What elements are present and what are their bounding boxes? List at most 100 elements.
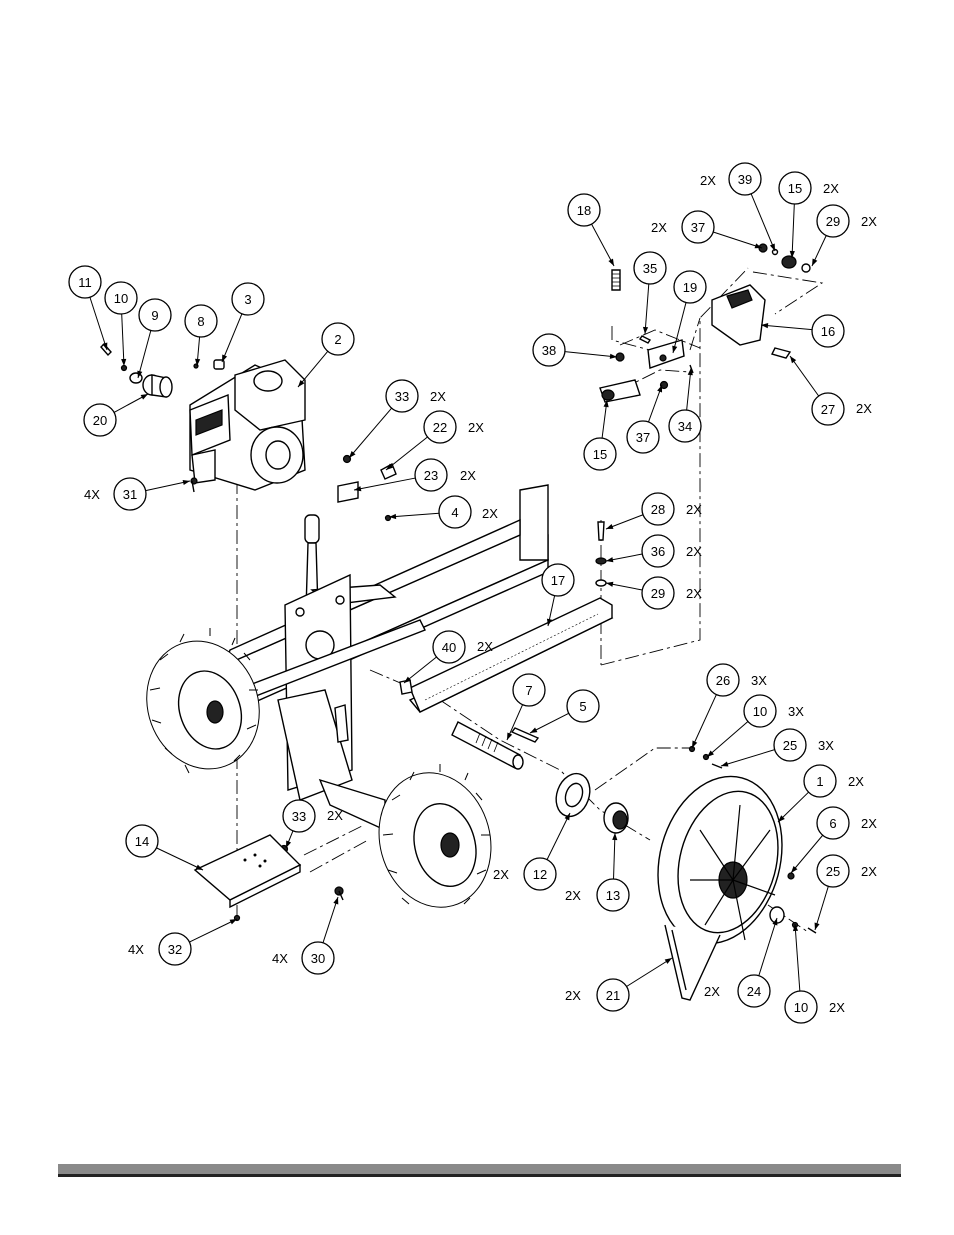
quantity-q-22: 2X bbox=[468, 420, 484, 435]
leader-arrow-c-7 bbox=[507, 732, 513, 740]
callout-c-2: 2 bbox=[321, 322, 355, 356]
spacer-20 bbox=[142, 374, 173, 398]
callout-c-3: 3 bbox=[231, 282, 265, 316]
callout-number: 38 bbox=[542, 343, 556, 358]
callout-number: 33 bbox=[292, 809, 306, 824]
callout-c-10c: 10 bbox=[784, 990, 818, 1024]
callout-c-36: 36 bbox=[641, 534, 675, 568]
callout-number: 2 bbox=[334, 332, 341, 347]
callout-number: 1 bbox=[816, 774, 823, 789]
callout-c-26: 26 bbox=[706, 663, 740, 697]
callout-circle bbox=[301, 941, 335, 975]
callout-circle bbox=[743, 694, 777, 728]
callout-c-18: 18 bbox=[567, 193, 601, 227]
leader-c-10a bbox=[121, 313, 125, 367]
leader-c-35 bbox=[644, 283, 650, 335]
callout-circle bbox=[673, 270, 707, 304]
leader-arrow-c-12 bbox=[564, 813, 570, 821]
callout-c-16: 16 bbox=[811, 314, 845, 348]
leader-arrow-c-40 bbox=[404, 676, 412, 683]
callout-c-28: 28 bbox=[641, 492, 675, 526]
callout-c-10a: 10 bbox=[104, 281, 138, 315]
leader-c-18 bbox=[591, 223, 615, 267]
leader-arrow-c-32 bbox=[229, 919, 237, 925]
callout-c-35: 35 bbox=[633, 251, 667, 285]
leader-c-25a bbox=[720, 749, 775, 767]
quantity-q-10c: 2X bbox=[829, 1000, 845, 1015]
callout-circle bbox=[816, 204, 850, 238]
quantity-q-37a: 2X bbox=[651, 220, 667, 235]
leader-arrow-c-22 bbox=[386, 463, 394, 470]
callout-circle bbox=[523, 857, 557, 891]
callout-number: 8 bbox=[197, 314, 204, 329]
flange-12 bbox=[555, 772, 591, 818]
leader-arrow-c-33b bbox=[286, 840, 292, 848]
quantity-q-24: 2X bbox=[704, 984, 720, 999]
leader-c-4 bbox=[388, 512, 440, 518]
quantity-q-28: 2X bbox=[686, 502, 702, 517]
leader-c-19 bbox=[672, 302, 687, 354]
leader-c-27 bbox=[789, 355, 820, 397]
base-plate-14 bbox=[193, 834, 302, 909]
callout-circle bbox=[778, 171, 812, 205]
callout-c-19: 19 bbox=[673, 270, 707, 304]
leader-arrow-c-37a bbox=[754, 243, 762, 249]
leader-arrow-c-34 bbox=[687, 368, 693, 376]
leader-c-5 bbox=[529, 712, 569, 734]
leader-c-2 bbox=[297, 350, 329, 388]
callout-number: 7 bbox=[525, 683, 532, 698]
callout-number: 32 bbox=[168, 942, 182, 957]
leader-arrow-c-17 bbox=[546, 618, 553, 626]
leader-arrow-c-8 bbox=[195, 358, 201, 366]
callout-c-38: 38 bbox=[532, 333, 566, 367]
leader-arrow-c-6 bbox=[791, 865, 798, 873]
leader-arrow-c-35 bbox=[642, 326, 649, 334]
callout-number: 36 bbox=[651, 544, 665, 559]
leader-arrow-c-26 bbox=[692, 740, 698, 748]
leader-arrow-c-21 bbox=[664, 958, 672, 964]
callout-c-11: 11 bbox=[68, 265, 102, 299]
callout-circle bbox=[104, 281, 138, 315]
callout-number: 12 bbox=[533, 867, 547, 882]
callout-number: 16 bbox=[821, 324, 835, 339]
callout-circle bbox=[728, 162, 762, 196]
callout-c-14: 14 bbox=[125, 824, 159, 858]
leader-c-11 bbox=[89, 297, 108, 351]
callout-circle bbox=[641, 576, 675, 610]
callout-number: 13 bbox=[606, 888, 620, 903]
callout-c-27: 27 bbox=[811, 392, 845, 426]
quantity-q-10b: 3X bbox=[788, 704, 804, 719]
leader-c-1 bbox=[777, 791, 809, 823]
quantity-q-1: 2X bbox=[848, 774, 864, 789]
callout-circle bbox=[158, 932, 192, 966]
callout-c-34: 34 bbox=[668, 409, 702, 443]
callout-number: 15 bbox=[593, 447, 607, 462]
callout-c-6: 6 bbox=[816, 806, 850, 840]
callout-c-22: 22 bbox=[423, 410, 457, 444]
callout-number: 37 bbox=[691, 220, 705, 235]
callout-c-29b: 29 bbox=[641, 576, 675, 610]
callout-circle bbox=[596, 978, 630, 1012]
quantity-q-27: 2X bbox=[856, 401, 872, 416]
callout-circle bbox=[414, 458, 448, 492]
callout-c-10b: 10 bbox=[743, 694, 777, 728]
footer-rule bbox=[58, 1164, 901, 1177]
callout-circle bbox=[706, 663, 740, 697]
leader-arrow-c-4 bbox=[389, 513, 397, 520]
callout-number: 25 bbox=[783, 738, 797, 753]
callout-c-37a: 37 bbox=[681, 210, 715, 244]
leader-arrow-c-15b bbox=[603, 400, 609, 408]
quantity-q-15a: 2X bbox=[823, 181, 839, 196]
quantity-q-33b: 2X bbox=[327, 808, 343, 823]
callout-c-12: 12 bbox=[523, 857, 557, 891]
quantity-q-29b: 2X bbox=[686, 586, 702, 601]
callout-circle bbox=[583, 437, 617, 471]
callout-circle bbox=[125, 824, 159, 858]
frame-plate bbox=[277, 573, 386, 832]
callout-circle bbox=[184, 304, 218, 338]
callout-circle bbox=[231, 282, 265, 316]
callout-circle bbox=[385, 379, 419, 413]
leader-c-33a bbox=[348, 407, 392, 459]
callout-c-29a: 29 bbox=[816, 204, 850, 238]
